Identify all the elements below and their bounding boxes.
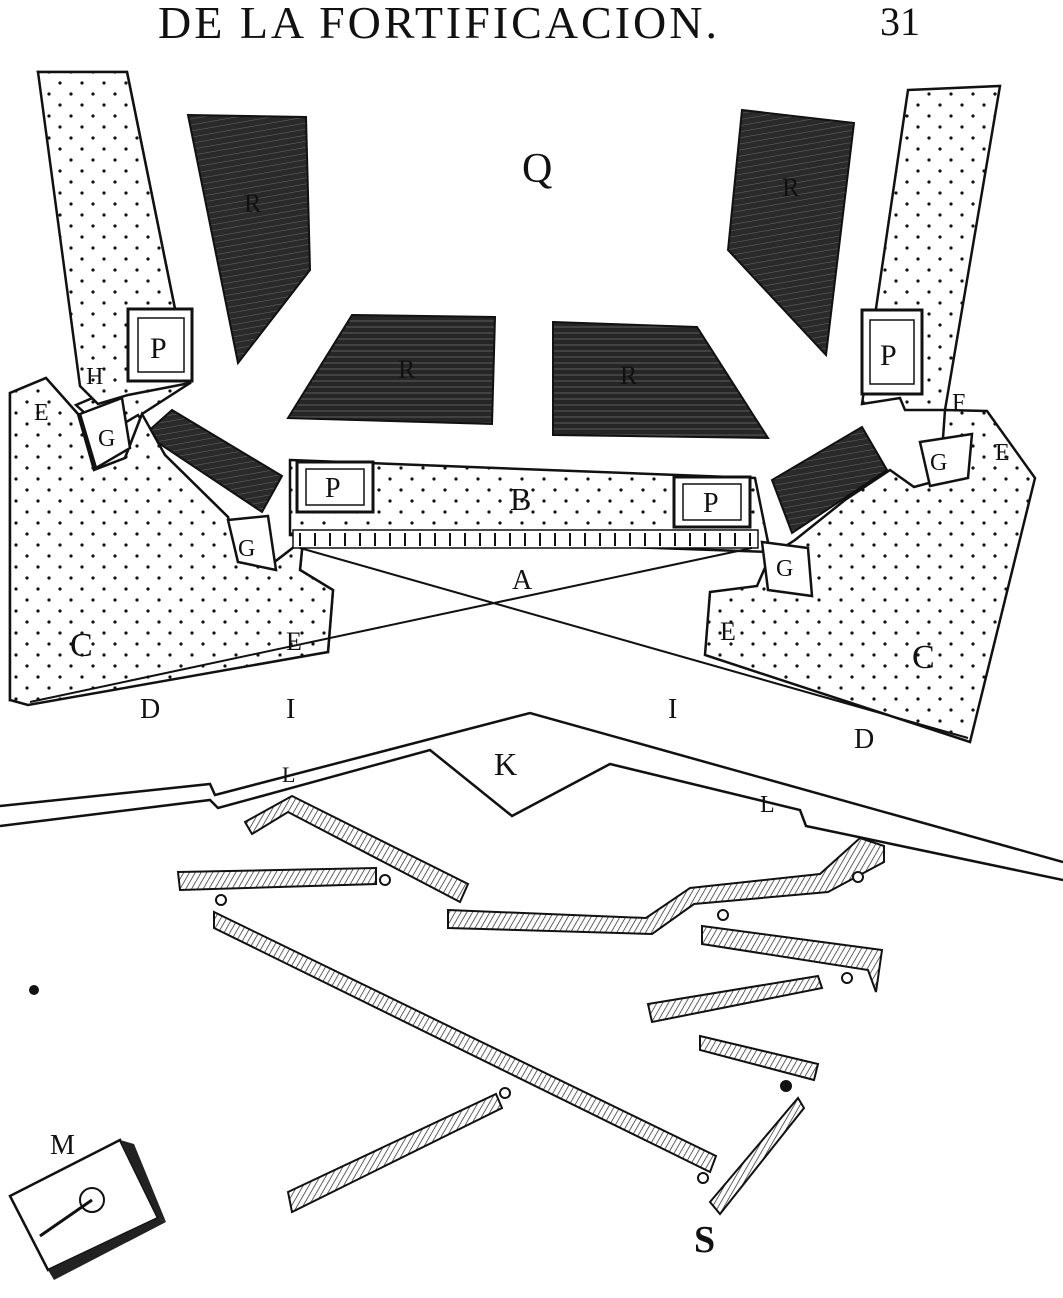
- cannon-emplacement-m: [8, 1138, 166, 1280]
- label-g-left-lower: G: [238, 536, 255, 562]
- label-e-right-lower: E: [720, 617, 736, 646]
- label-g-right-upper: G: [930, 450, 947, 476]
- label-p-upper-left: P: [150, 332, 167, 365]
- label-g-right-lower: G: [776, 556, 793, 582]
- line-of-fire-1: [299, 547, 969, 739]
- notch-g-left-lower: [226, 514, 278, 572]
- block-r-center-right: [552, 320, 770, 440]
- notch-g-right-upper: [918, 432, 974, 488]
- label-p-curtain-right: P: [703, 488, 719, 519]
- p-box-curtain-left: [295, 460, 375, 514]
- label-l-left: L: [282, 762, 295, 787]
- block-r-upper-left: [186, 113, 312, 366]
- label-r-upper-right: R: [782, 173, 800, 202]
- label-p-upper-right: P: [880, 339, 897, 372]
- page-number: 31: [880, 0, 920, 44]
- p-box-curtain-right: [672, 475, 752, 529]
- block-hatched-left-g: [143, 408, 284, 514]
- label-e-left-lower: E: [286, 627, 302, 656]
- label-h: H: [86, 364, 103, 390]
- label-l-right: L: [760, 792, 775, 818]
- label-f: F: [952, 390, 965, 416]
- parapet-teeth: [299, 533, 751, 546]
- notch-g-left-upper: [78, 396, 132, 470]
- siege-trenches: [176, 794, 885, 1216]
- label-i-right: I: [668, 694, 677, 725]
- label-r-center-left: R: [398, 355, 416, 384]
- label-p-curtain-left: P: [325, 473, 341, 504]
- label-e-right-upper: E: [995, 440, 1010, 466]
- label-a: A: [512, 565, 533, 596]
- label-g-left-upper: G: [98, 426, 115, 452]
- p-box-upper-left: [126, 307, 194, 383]
- label-i-left: I: [286, 694, 295, 725]
- label-c-right: C: [912, 639, 935, 676]
- label-d-right: D: [854, 724, 874, 755]
- running-head-title: DE LA FORTIFICACION.: [158, 0, 720, 48]
- label-d-left: D: [140, 694, 160, 725]
- block-hatched-right-g: [770, 425, 889, 535]
- line-of-fire-2: [29, 547, 753, 703]
- label-c-left: C: [70, 627, 93, 664]
- block-r-upper-right: [726, 108, 856, 358]
- label-r-center-right: R: [620, 361, 638, 390]
- mortar-holes: [215, 871, 864, 1184]
- notch-g-right-lower: [760, 540, 814, 598]
- label-m: M: [50, 1130, 75, 1161]
- p-box-upper-right: [860, 308, 924, 396]
- label-s: S: [694, 1219, 715, 1261]
- label-e-left-upper: E: [34, 400, 49, 426]
- block-r-center-left: [286, 313, 497, 426]
- label-r-upper-left: R: [244, 189, 262, 218]
- label-q: Q: [522, 146, 552, 192]
- covered-way-outer: [0, 711, 1063, 864]
- covered-way-inner: [0, 748, 1063, 882]
- solid-dots: [29, 985, 792, 1092]
- label-k: K: [494, 746, 517, 782]
- bastion-right-body: [703, 408, 1037, 744]
- label-b: B: [510, 481, 531, 517]
